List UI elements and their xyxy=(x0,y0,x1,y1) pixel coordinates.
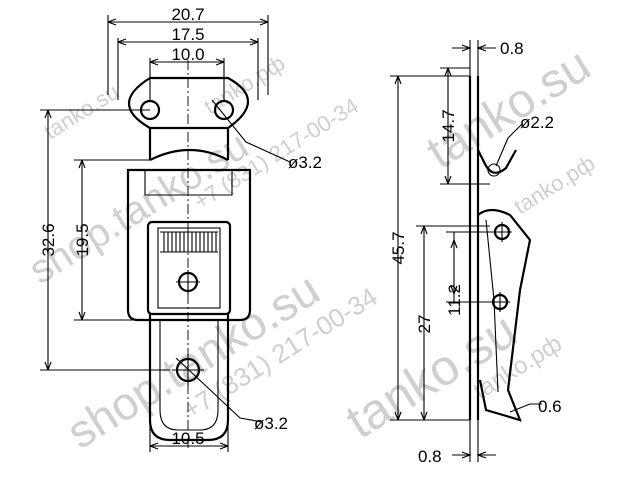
front-view: 20.7 17.5 10.0 ø3.2 32.6 19.5 ø3.2 10.5 xyxy=(39,5,322,452)
side-hook-circle xyxy=(487,163,501,177)
dim-line-thickness-bottom xyxy=(452,420,496,462)
dim-line-20-7 xyxy=(107,15,269,95)
dim-text-top-hole: ø3.2 xyxy=(288,153,322,172)
dim-text-thickness-bottom: 0.8 xyxy=(418,447,442,466)
side-lever-hole-top-cross xyxy=(492,222,512,242)
watermark-site-rf-top: tanko.рф xyxy=(199,50,289,119)
plate-neck xyxy=(148,128,230,161)
watermark-site-su-left: tanko.su xyxy=(39,79,123,144)
body-housing xyxy=(126,168,252,322)
watermark-site-rf-right: tanko.рф xyxy=(509,150,599,219)
bottom-tongue xyxy=(148,314,230,442)
lever-frame-inner xyxy=(157,227,221,309)
body-inner-line xyxy=(144,170,233,196)
bottom-tongue-inner xyxy=(159,320,219,431)
watermark-layer: shop.tanko.su +7 (831) 217-00-34 tanko.s… xyxy=(21,38,599,458)
dim-text-tip: 0.6 xyxy=(538,397,562,416)
dim-line-17-5 xyxy=(117,38,259,100)
side-hook xyxy=(477,149,517,174)
dim-text-11-2: 11.2 xyxy=(445,284,464,316)
side-lever-hole-bottom-cross xyxy=(490,292,510,312)
dim-line-thickness-top xyxy=(452,40,496,76)
dim-line-10-5 xyxy=(149,420,229,452)
dim-line-19-5 xyxy=(74,159,150,321)
watermark-shop-mid: shop.tanko.su xyxy=(21,123,256,292)
lever-frame xyxy=(146,220,232,316)
dim-text-19-5: 19.5 xyxy=(73,223,92,256)
leader-tip xyxy=(509,403,542,413)
side-view: 0.8 45.7 14.7 ø2.2 27 11.2 0.6 0.8 xyxy=(389,39,562,466)
leader-hook-dia xyxy=(495,123,523,167)
dim-line-14-7 xyxy=(440,67,490,185)
dim-text-10-5: 10.5 xyxy=(171,429,204,448)
spring-coils xyxy=(160,231,218,253)
dim-text-20-7: 20.7 xyxy=(171,5,204,24)
dim-text-thickness-top: 0.8 xyxy=(500,39,524,58)
dim-line-27 xyxy=(416,225,490,421)
dim-line-11-2 xyxy=(446,231,494,303)
leader-bottom-hole xyxy=(175,357,263,423)
dim-text-32-6: 32.6 xyxy=(39,223,58,256)
dim-text-14-7: 14.7 xyxy=(439,109,458,142)
top-plate-outline xyxy=(127,76,249,130)
dim-text-17-5: 17.5 xyxy=(171,25,204,44)
dim-text-hook-dia: ø2.2 xyxy=(520,113,554,132)
dim-text-27: 27 xyxy=(415,315,434,334)
side-back-plate xyxy=(468,76,480,420)
dim-line-10-0 xyxy=(149,58,225,102)
dim-text-bottom-hole: ø3.2 xyxy=(254,414,288,433)
side-lever xyxy=(477,208,532,422)
dim-line-32-6 xyxy=(40,109,170,371)
dim-text-10-0: 10.0 xyxy=(171,45,204,64)
dim-text-45-7: 45.7 xyxy=(389,231,408,264)
leader-top-hole xyxy=(211,99,291,163)
